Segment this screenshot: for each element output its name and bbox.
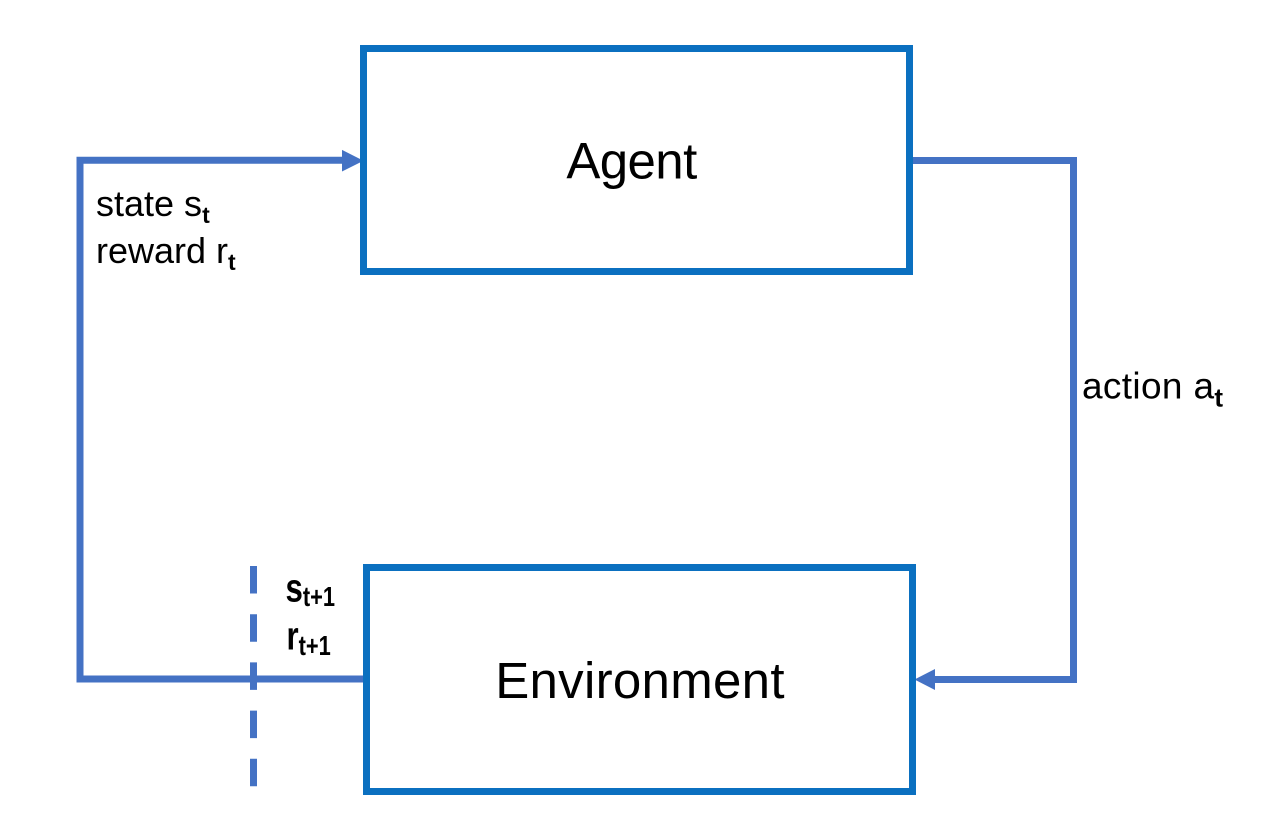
svg-text:Environment: Environment [495,652,785,709]
svg-text:st+1: st+1 [286,566,336,613]
svg-text:rt+1: rt+1 [287,614,331,662]
svg-text:state st: state st [96,183,210,228]
svg-text:Agent: Agent [566,133,697,190]
svg-text:action at: action at [1082,366,1223,413]
svg-text:reward rt: reward rt [96,230,236,275]
